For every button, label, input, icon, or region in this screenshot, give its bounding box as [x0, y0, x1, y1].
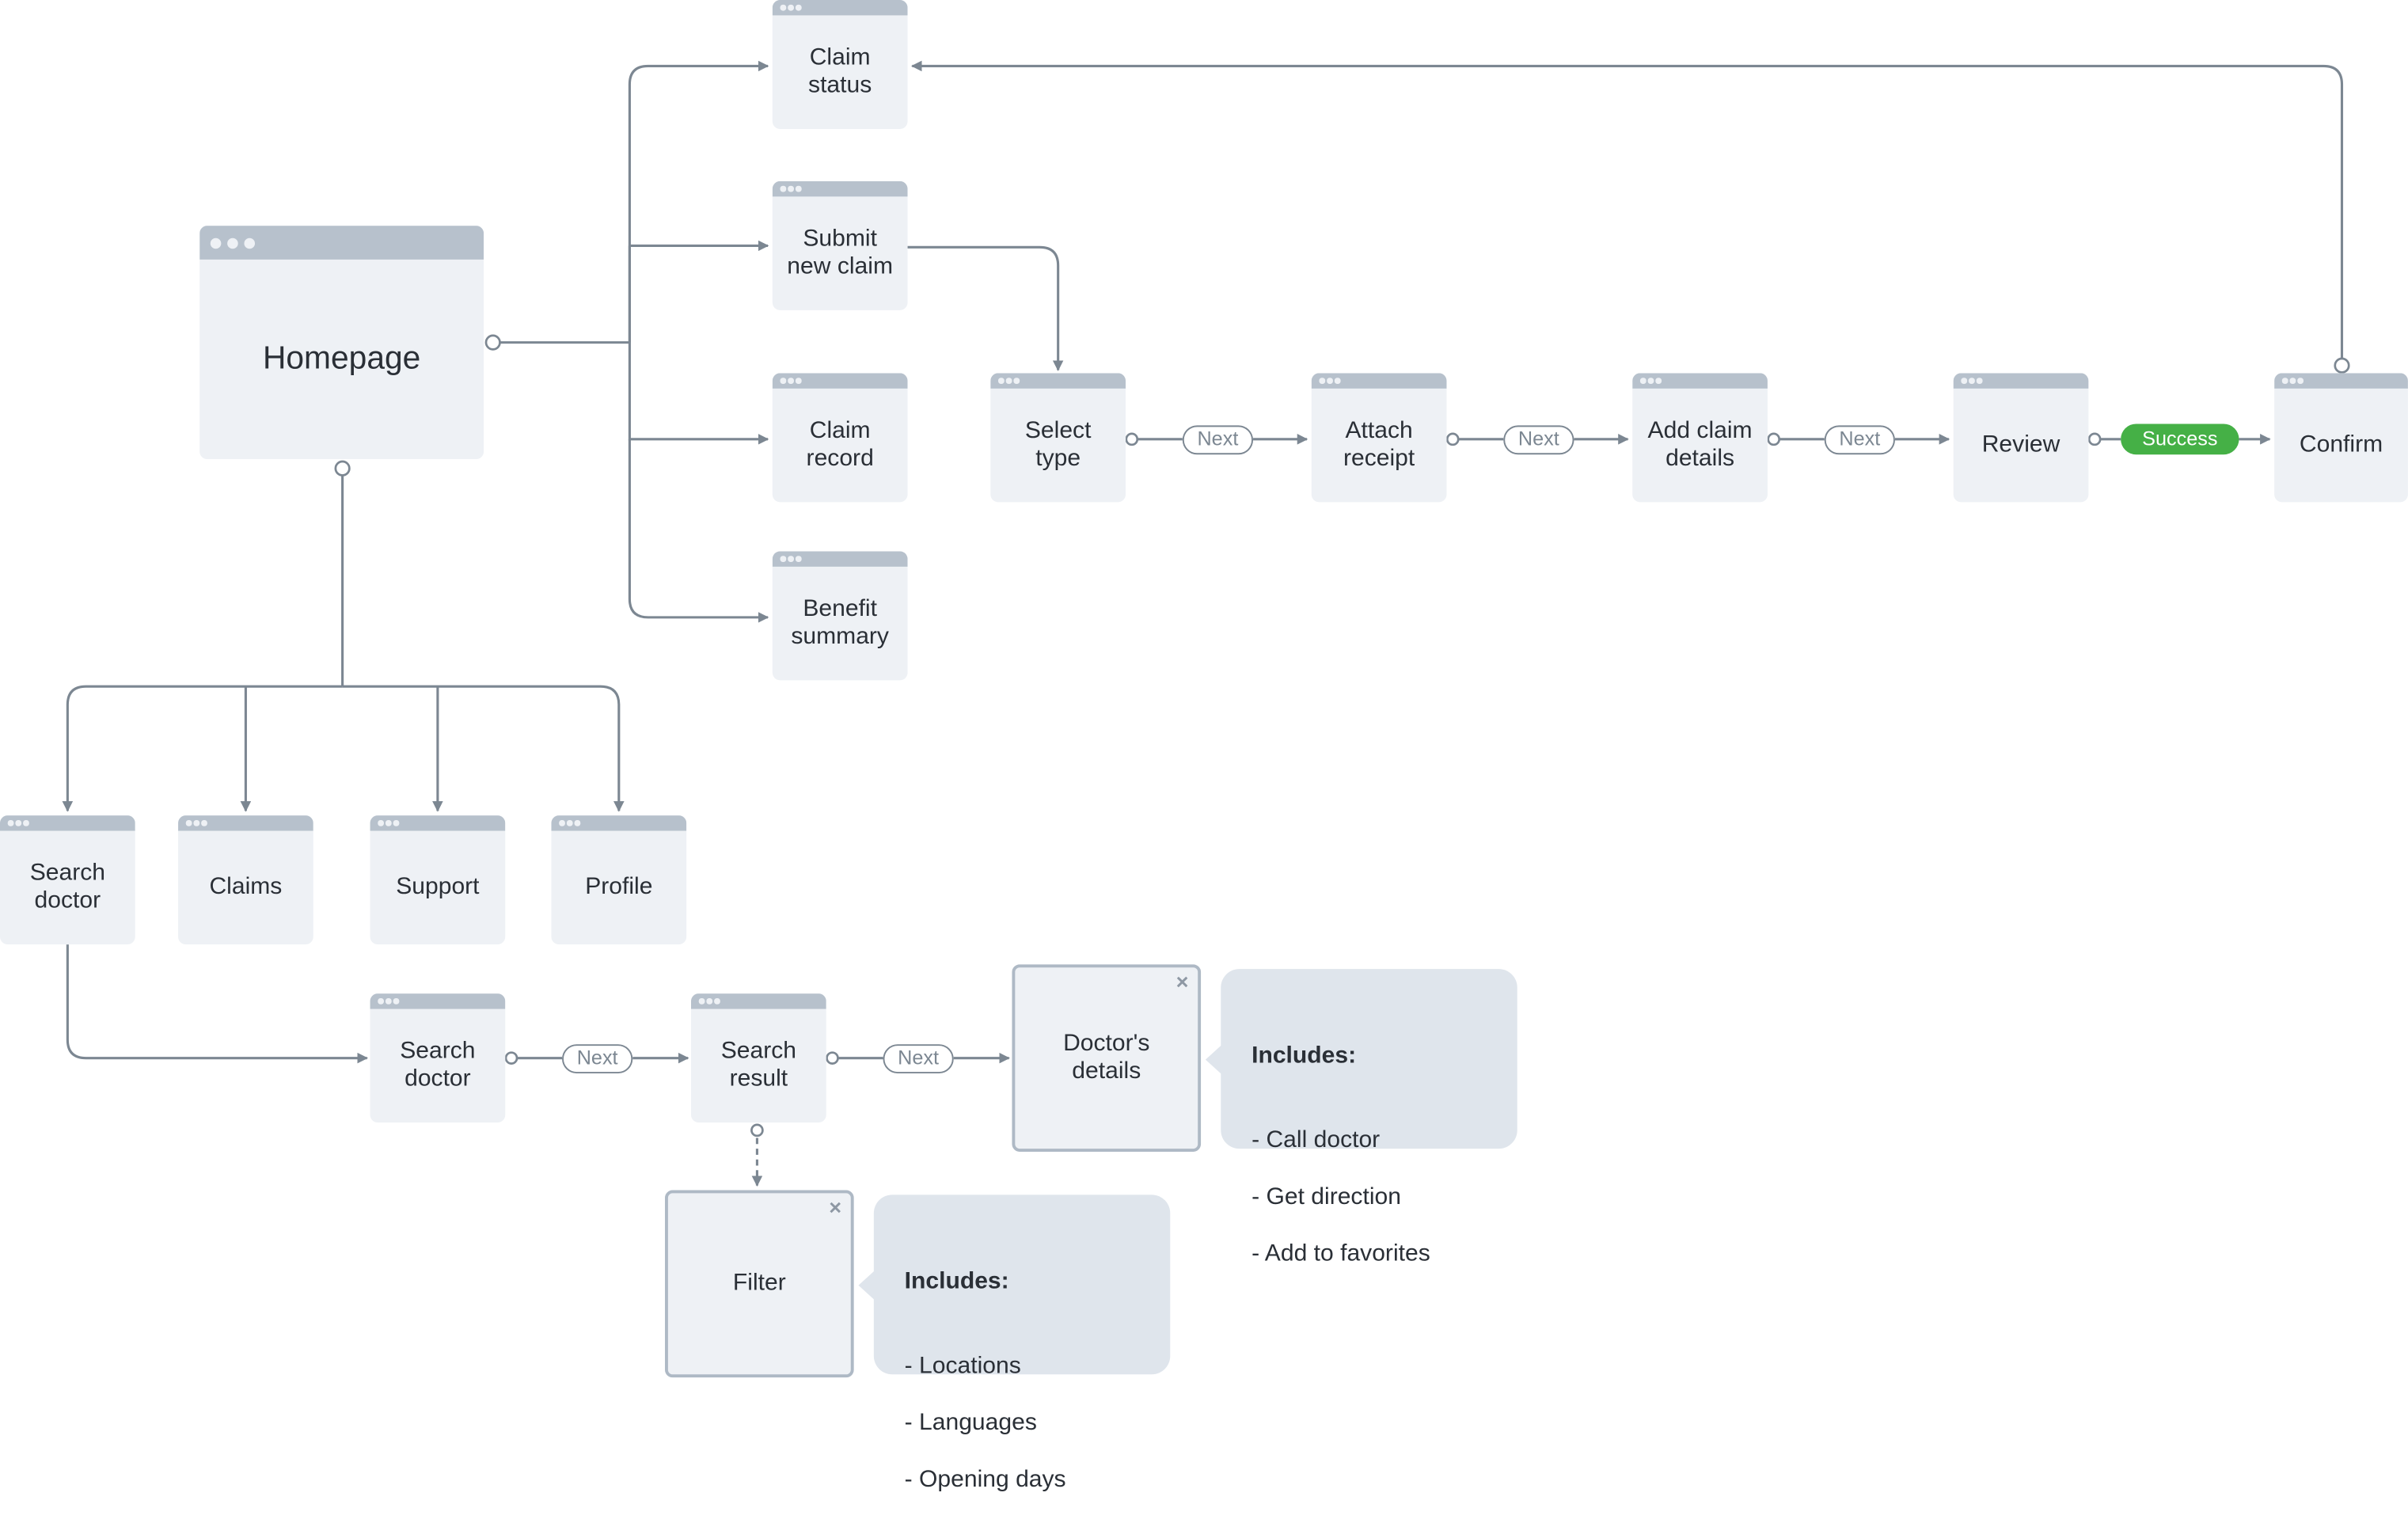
screen-label: Add claim details — [1647, 416, 1753, 472]
next-label: Next — [883, 1044, 954, 1074]
screen-label: Filter — [732, 1269, 786, 1296]
port-homepage-right — [484, 334, 501, 351]
claim-record-screen[interactable]: Claim record — [772, 373, 908, 503]
screen-label: Search result — [720, 1037, 797, 1092]
success-label: Success — [2121, 423, 2239, 455]
note-item: - Languages — [904, 1409, 1037, 1436]
filter-modal[interactable]: × Filter — [665, 1190, 854, 1378]
doctors-details-modal[interactable]: × Doctor's details — [1012, 964, 1202, 1152]
benefit-summary-screen[interactable]: Benefit summary — [772, 551, 908, 681]
homepage-screen[interactable]: Homepage — [199, 226, 484, 460]
next-label: Next — [1503, 425, 1574, 455]
profile-screen[interactable]: Profile — [551, 815, 687, 945]
screen-label: Review — [1981, 431, 2060, 458]
window-titlebar — [772, 373, 908, 389]
port-attach-receipt — [1445, 432, 1460, 446]
screen-label: Profile — [585, 873, 653, 900]
port-confirm — [2334, 357, 2350, 374]
note-item: - Add to favorites — [1251, 1240, 1430, 1267]
next-label: Next — [1182, 425, 1254, 455]
note-item: - Get direction — [1251, 1183, 1401, 1210]
window-titlebar — [0, 815, 135, 831]
claims-screen[interactable]: Claims — [178, 815, 313, 945]
submit-new-claim-screen[interactable]: Submit new claim — [772, 180, 908, 310]
port-search-doctor — [504, 1051, 518, 1065]
window-titlebar — [772, 0, 908, 16]
screen-label: Benefit summary — [791, 594, 889, 650]
doctors-details-note: Includes: - Call doctor - Get direction … — [1205, 969, 1517, 1267]
confirm-screen[interactable]: Confirm — [2274, 373, 2408, 503]
close-icon[interactable]: × — [1176, 969, 1189, 994]
window-titlebar — [370, 815, 506, 831]
screen-label: Support — [396, 873, 480, 900]
port-search-result-right — [826, 1051, 839, 1065]
port-homepage-bottom — [334, 460, 351, 477]
window-titlebar — [990, 373, 1126, 389]
screen-label: Select type — [1024, 416, 1092, 472]
close-icon[interactable]: × — [829, 1194, 842, 1220]
attach-receipt-screen[interactable]: Attach receipt — [1311, 373, 1447, 503]
search-result-screen[interactable]: Search result — [691, 993, 826, 1123]
next-label: Next — [562, 1044, 633, 1074]
edge-to-benefit-summary — [628, 439, 769, 623]
window-titlebar — [691, 993, 826, 1009]
edge-to-claim-status — [628, 60, 769, 343]
note-title: Includes: — [904, 1268, 1009, 1295]
screen-label: Claim record — [806, 416, 874, 472]
edge-search-nav-to-search-doctor — [66, 944, 369, 1064]
port-add-claim-details — [1767, 432, 1781, 446]
screen-label: Claim status — [808, 44, 872, 99]
note-item: - Locations — [904, 1353, 1021, 1380]
window-titlebar — [772, 180, 908, 197]
window-titlebar — [1953, 373, 2089, 389]
window-titlebar — [2274, 373, 2408, 389]
search-doctor-nav-screen[interactable]: Search doctor — [0, 815, 135, 945]
note-tail — [858, 1269, 875, 1301]
window-titlebar — [370, 993, 506, 1009]
next-label: Next — [1824, 425, 1895, 455]
search-doctor-screen[interactable]: Search doctor — [370, 993, 506, 1123]
claim-status-screen[interactable]: Claim status — [772, 0, 908, 129]
note-title: Includes: — [1251, 1043, 1357, 1069]
window-titlebar — [199, 226, 484, 260]
window-titlebar — [1632, 373, 1768, 389]
edge-confirm-to-claim-status — [911, 60, 2344, 359]
screen-label: Confirm — [2299, 431, 2383, 458]
review-screen[interactable]: Review — [1953, 373, 2089, 503]
add-claim-details-screen[interactable]: Add claim details — [1632, 373, 1768, 503]
screen-label: Search doctor — [29, 859, 106, 914]
note-tail — [1205, 1043, 1223, 1075]
connector-layer — [62, 60, 2350, 1187]
port-review — [2087, 432, 2102, 446]
window-titlebar — [551, 815, 687, 831]
window-titlebar — [1311, 373, 1447, 389]
screen-label: Attach receipt — [1343, 416, 1415, 472]
screen-label: Search doctor — [400, 1037, 476, 1092]
edge-submit-to-select-type — [907, 245, 1064, 371]
screen-label: Doctor's details — [1063, 1029, 1150, 1084]
screen-label: Homepage — [262, 340, 421, 377]
edge-to-profile — [342, 685, 625, 812]
screen-label: Claims — [209, 873, 283, 900]
note-item: - Opening days — [904, 1466, 1066, 1493]
window-titlebar — [772, 551, 908, 567]
edge-to-search-doctor-nav — [62, 685, 343, 812]
edge-to-claim-record — [628, 245, 769, 445]
window-titlebar — [178, 815, 313, 831]
note-item: - Call doctor — [1251, 1126, 1381, 1153]
port-select-type — [1125, 432, 1139, 446]
select-type-screen[interactable]: Select type — [990, 373, 1126, 503]
support-screen[interactable]: Support — [370, 815, 506, 945]
port-search-result-bottom — [750, 1123, 764, 1138]
screen-label: Submit new claim — [787, 225, 894, 280]
filter-note: Includes: - Locations - Languages - Open… — [858, 1194, 1171, 1493]
